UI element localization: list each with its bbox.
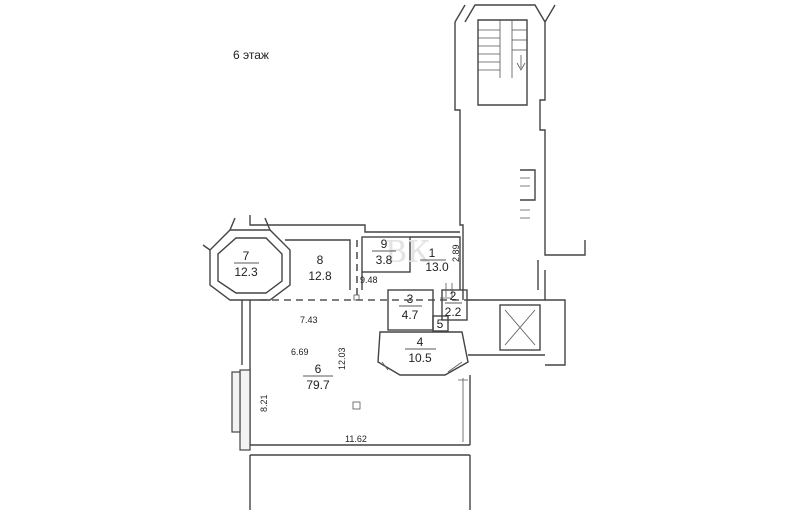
dimension-12-03: 12.03 [337, 347, 347, 370]
dimension-2-89: 2.89 [451, 244, 461, 262]
dimension-9-48: 9.48 [360, 275, 378, 285]
dimension-11-62: 11.62 [345, 434, 367, 444]
room-2-number: 2 [450, 289, 457, 303]
dimension-8-21: 8.21 [259, 394, 269, 412]
dimension-7-43: 7.43 [300, 315, 318, 325]
room-1-number: 1 [429, 246, 436, 260]
room-6-area: 79.7 [306, 378, 330, 392]
room-7-octagon [202, 217, 291, 301]
room-9-number: 9 [381, 237, 388, 251]
room-label-2: 2 2.2 [445, 289, 462, 319]
room-7-number: 7 [243, 249, 250, 263]
column-icon [352, 401, 361, 410]
room-6-number: 6 [315, 362, 322, 376]
room-8-number: 8 [317, 253, 324, 267]
room-label-6: 6 79.7 [303, 362, 333, 392]
room-9-1-walls [361, 236, 461, 290]
room-label-9: 9 3.8 [372, 237, 396, 267]
room-label-4: 4 10.5 [405, 335, 436, 365]
room-4-walls [377, 331, 469, 376]
office-top-wall [249, 215, 460, 290]
stairwell [454, 4, 556, 300]
room-4-area: 10.5 [408, 351, 432, 365]
room-3-number: 3 [407, 292, 414, 306]
room-label-7: 7 12.3 [234, 249, 259, 279]
room-2-area: 2.2 [445, 305, 462, 319]
room-7-area: 12.3 [234, 265, 258, 279]
small-rooms [387, 283, 468, 332]
elevator-shaft [499, 304, 541, 351]
room-label-3: 3 4.7 [399, 292, 422, 322]
room-label-5: 5 [437, 317, 444, 331]
watermark-logo: ВК [385, 235, 430, 270]
room-6-walls [231, 294, 471, 510]
room-8-area: 12.8 [308, 269, 332, 283]
stair-steps [478, 20, 527, 78]
floor-label: 6 этаж [233, 48, 269, 62]
room-5-number: 5 [437, 317, 444, 331]
room-label-8: 8 12.8 [308, 253, 332, 283]
dimension-6-69: 6.69 [291, 347, 309, 357]
room-4-number: 4 [417, 335, 424, 349]
stair-enclosure [477, 19, 528, 106]
room-label-1: 1 13.0 [420, 246, 449, 274]
corridor-walls [468, 240, 586, 366]
room-5-walls [432, 315, 449, 332]
room-3-walls [387, 289, 434, 331]
room-9-area: 3.8 [376, 253, 393, 267]
room-2-walls [441, 289, 468, 321]
room-1-area: 13.0 [425, 260, 449, 274]
stair-arrow-icon [516, 55, 526, 71]
room-3-area: 4.7 [402, 308, 419, 322]
